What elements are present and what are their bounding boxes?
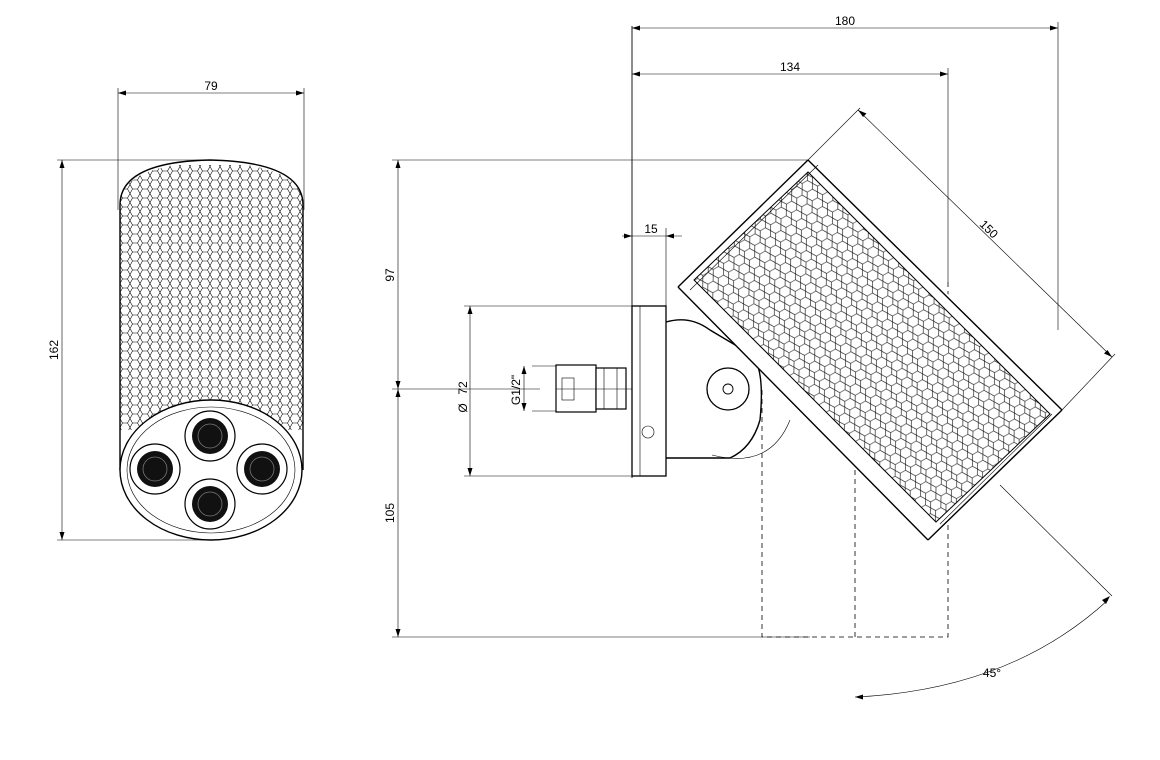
dim-label-projection: 134 <box>780 60 800 74</box>
dim-label-tilt-angle: 45° <box>983 666 1001 680</box>
svg-text:Ø: Ø <box>456 403 470 412</box>
dim-thread: G1/2" <box>509 366 527 411</box>
dim-label-side-width: 79 <box>204 79 218 93</box>
side-view: 180 134 15 150 <box>383 14 1116 700</box>
dim-label-upper-height: 97 <box>383 268 397 282</box>
dim-side-height: 162 <box>47 159 210 541</box>
dim-label-length: 150 <box>977 217 1001 241</box>
bottom-face <box>119 399 303 541</box>
dim-heights: 97 105 <box>383 159 810 638</box>
shower-body <box>677 159 1063 541</box>
dim-label-wall-offset: 15 <box>644 222 658 236</box>
dim-tilt-angle: 45° <box>854 484 1113 700</box>
dim-overall-width: 180 <box>632 14 1059 330</box>
nozzle-right <box>236 443 288 495</box>
dim-label-flange-diameter: 72 <box>456 381 470 395</box>
dim-flange-diameter: Ø 72 <box>456 305 632 477</box>
nozzle-bottom <box>184 478 236 530</box>
dim-side-width: 79 <box>117 79 305 210</box>
thread-connector <box>532 364 632 413</box>
dim-wall-offset: 15 <box>622 222 682 306</box>
nozzle-left <box>129 443 181 495</box>
dim-label-lower-height: 105 <box>383 503 397 523</box>
nozzle-top <box>184 410 236 462</box>
dim-label-thread: G1/2" <box>509 375 523 405</box>
swivel-joint <box>665 319 791 459</box>
dim-label-side-height: 162 <box>47 340 61 360</box>
front-view: 79 162 <box>47 79 305 541</box>
dim-projection: 134 <box>632 60 949 282</box>
wall-flange <box>631 305 667 477</box>
dim-label-overall-width: 180 <box>835 14 855 28</box>
